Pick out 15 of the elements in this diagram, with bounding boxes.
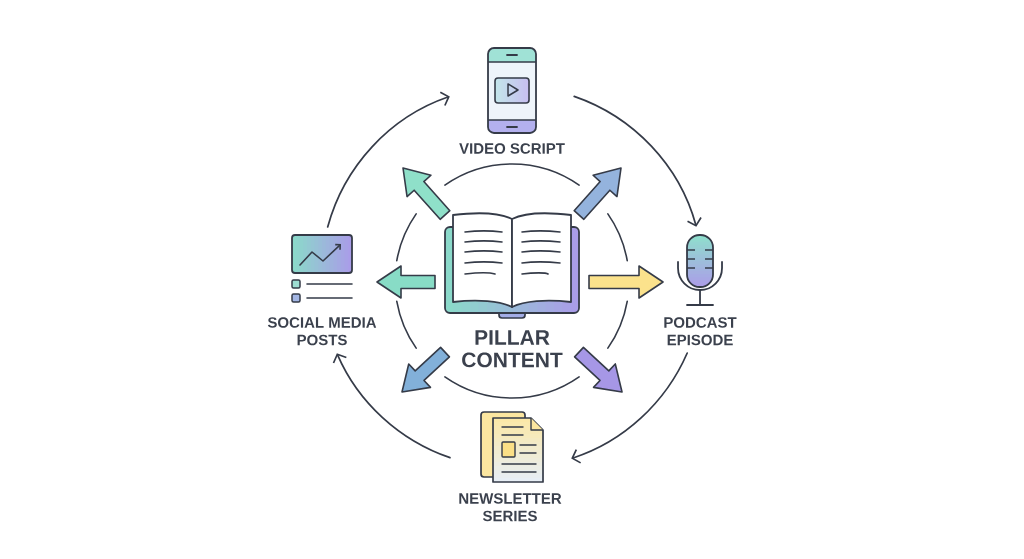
curved-arrow (326, 91, 450, 228)
block-arrow (573, 167, 622, 221)
block-arrow (573, 346, 623, 393)
block-arrow (402, 167, 451, 221)
block-arrow (376, 265, 436, 299)
block-arrow (588, 265, 664, 299)
node-label: SOCIAL MEDIA POSTS (267, 317, 377, 346)
block-arrow (401, 346, 451, 393)
node-label: PODCAST EPISODE (664, 317, 737, 346)
curved-arrow (332, 353, 451, 459)
curved-arrow (573, 95, 702, 227)
node-label: PILLAR CONTENT (462, 330, 563, 368)
node-label: VIDEO SCRIPT (459, 143, 565, 154)
curved-arrow (571, 352, 689, 464)
node-label: NEWSLETTER SERIES (459, 493, 562, 522)
